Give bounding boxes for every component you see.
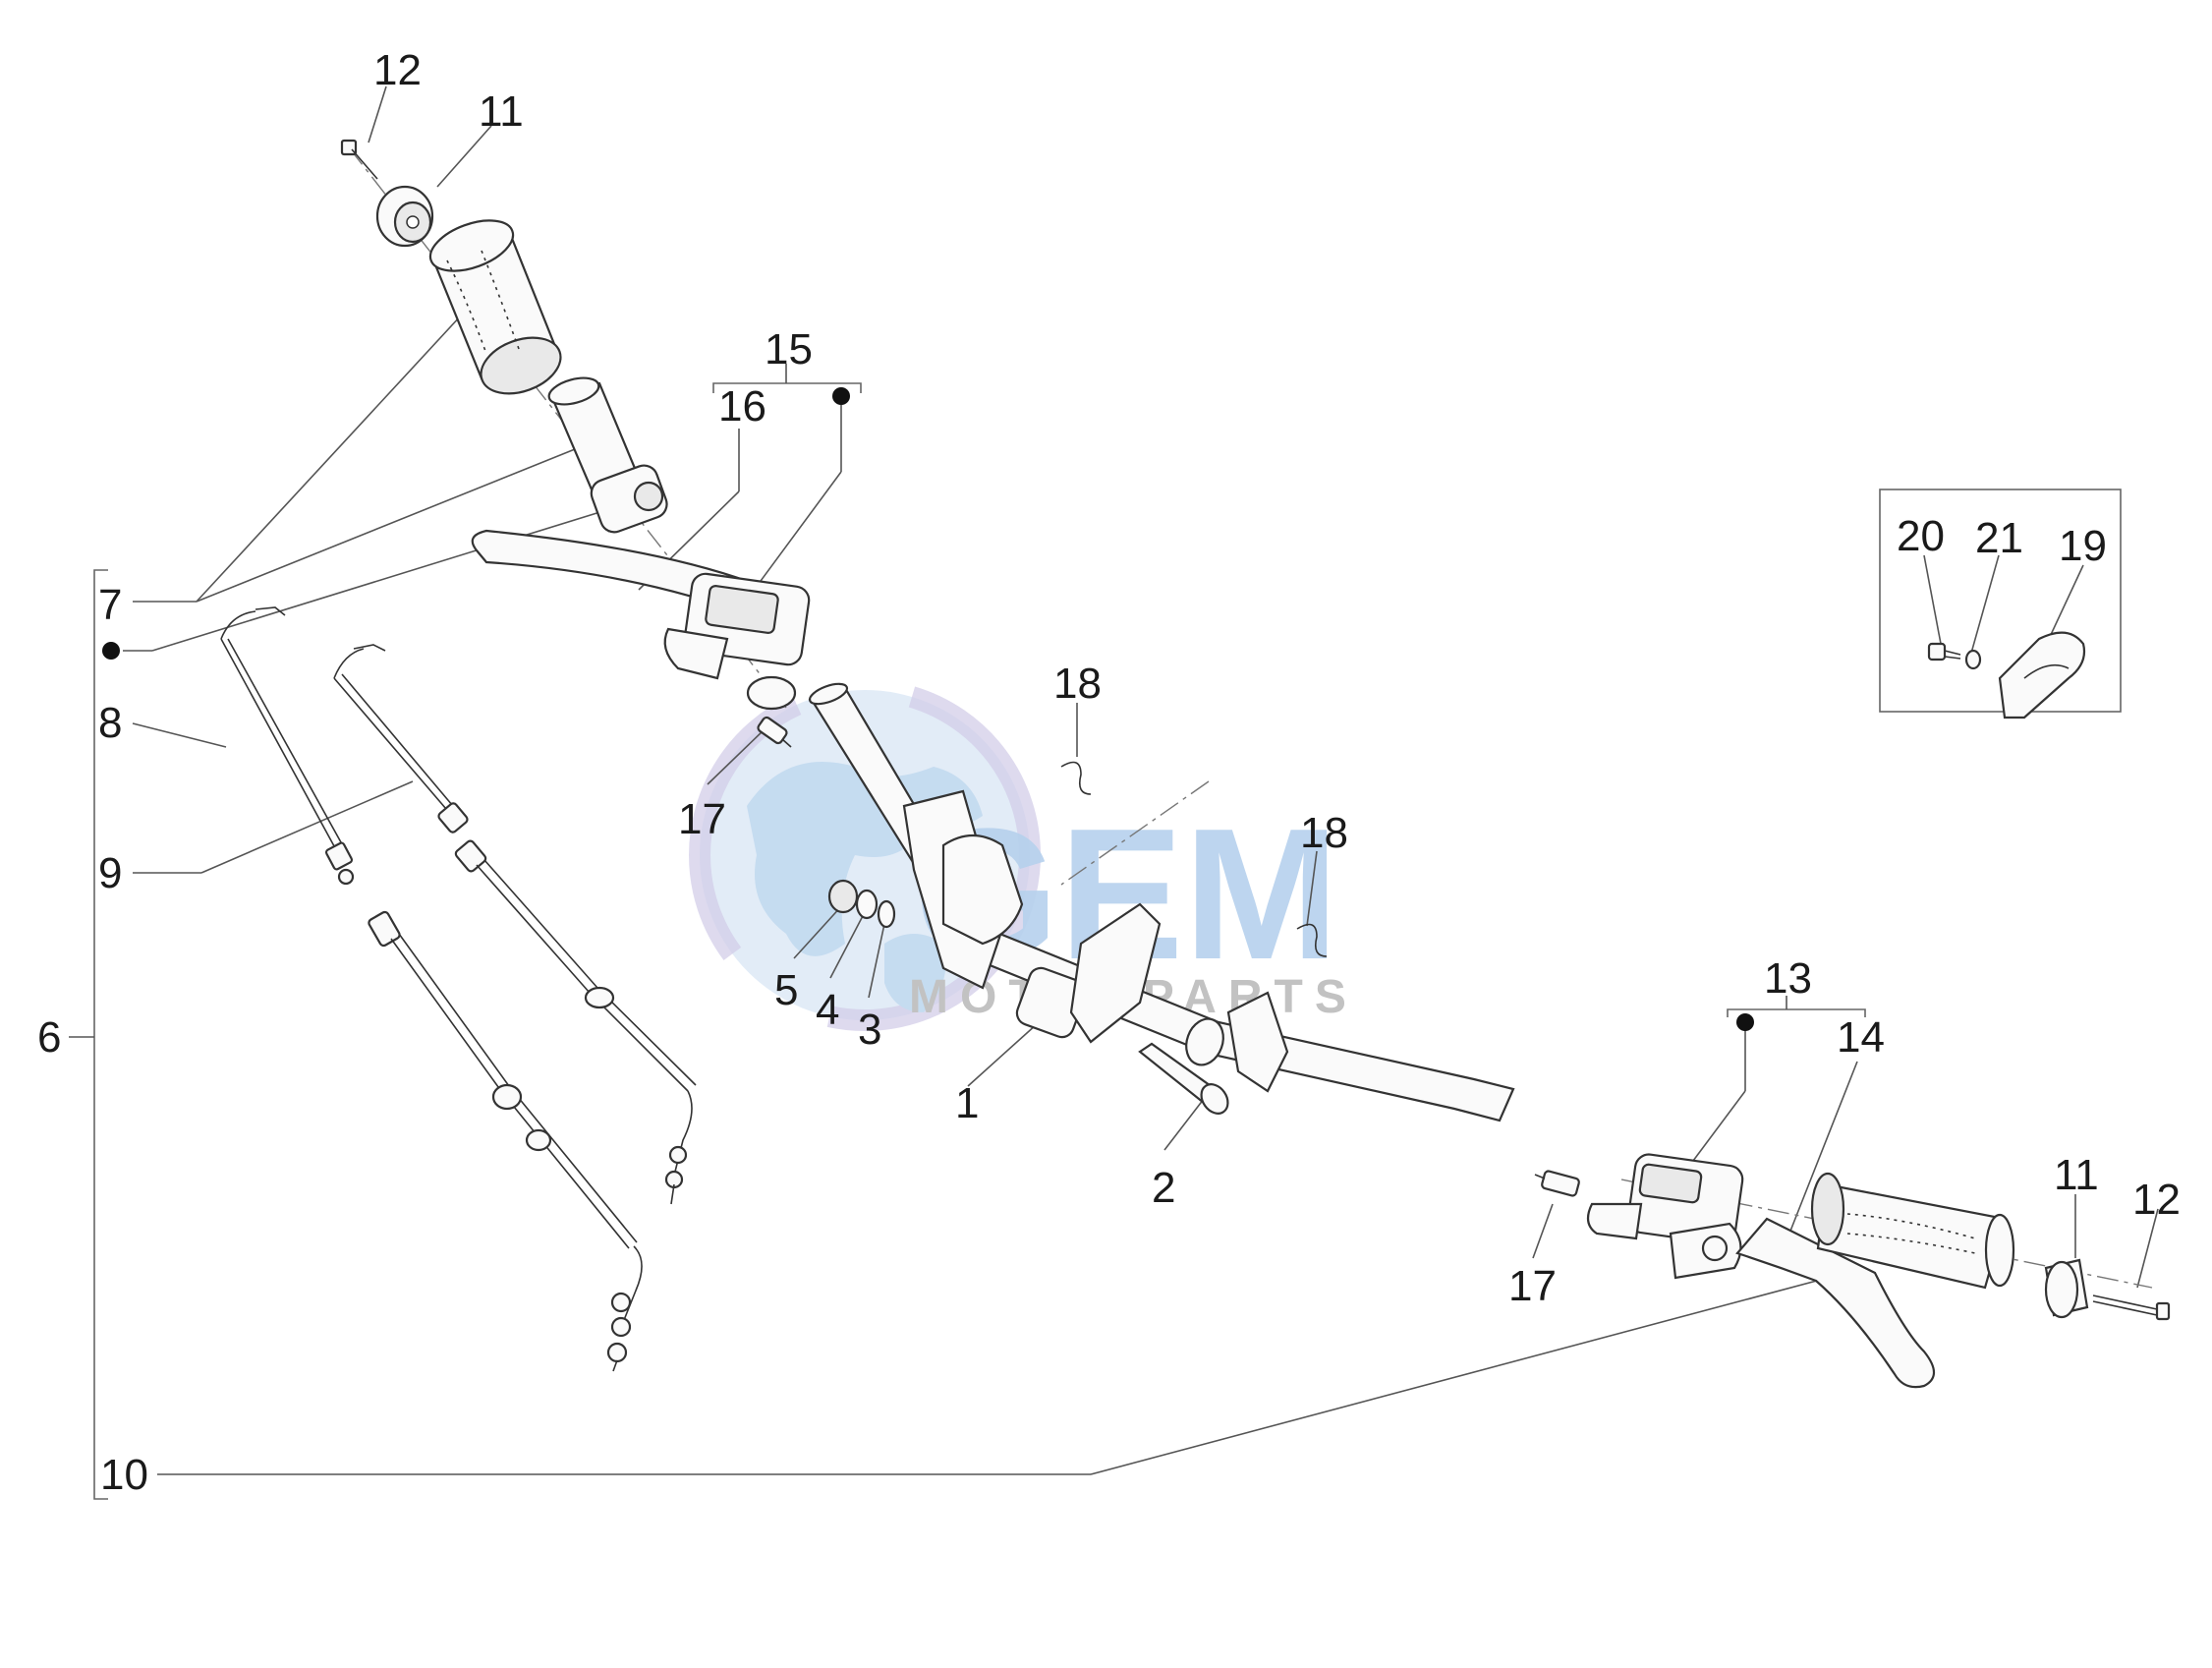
cable-part-10 (368, 910, 643, 1372)
screw-part-12-top (340, 139, 378, 180)
callout-20: 20 (1897, 512, 1945, 560)
callout-21: 21 (1975, 514, 2023, 562)
callout-13: 13 (1764, 954, 1812, 1003)
cable-part-9 (333, 644, 697, 1205)
callout-12-top: 12 (373, 46, 422, 94)
callout-4: 4 (816, 986, 839, 1034)
left-master-cylinder (663, 572, 811, 711)
assembly-axis-lines (348, 146, 2153, 1289)
clip-part-18-left (1060, 761, 1092, 795)
callout-6: 6 (37, 1013, 61, 1062)
callout-11-right: 11 (2054, 1151, 2099, 1199)
callout-12-right: 12 (2132, 1176, 2181, 1224)
callout-3: 3 (858, 1006, 881, 1054)
callout-8: 8 (98, 699, 122, 747)
callout-18-right: 18 (1300, 809, 1348, 857)
right-grip (1810, 1172, 2015, 1290)
callout-14: 14 (1837, 1013, 1885, 1062)
kit-bullet-13 (1736, 1013, 1754, 1031)
brake-switch-part-17-right (1534, 1170, 1580, 1197)
washers-parts-3-4-5 (827, 879, 896, 929)
clip-part-18-right (1296, 923, 1328, 957)
inset-box-clamp (1879, 489, 2122, 719)
callout-15: 15 (765, 325, 813, 374)
brake-switch-part-17-left (757, 716, 792, 748)
callout-16: 16 (718, 382, 766, 431)
callout-17-left: 17 (678, 795, 726, 843)
callout-1: 1 (955, 1079, 979, 1127)
right-brake-lever (1735, 1217, 1936, 1389)
kit-bullet-15 (832, 387, 850, 405)
handlebar-tube-part-1 (808, 682, 1515, 1122)
kit-markers (102, 387, 1754, 1031)
callout-10: 10 (100, 1451, 148, 1499)
left-grip (428, 219, 562, 395)
bar-end-weight-part-11-top (375, 185, 434, 248)
washer-part-21 (1964, 649, 1982, 670)
callout-9: 9 (98, 849, 122, 897)
bolt-part-2 (1138, 1042, 1229, 1115)
callout-7: 7 (98, 581, 122, 629)
callout-17-right: 17 (1508, 1262, 1557, 1310)
right-master-cylinder (1586, 1153, 1744, 1280)
throttle-tube (547, 376, 668, 534)
cable-part-8 (220, 606, 355, 886)
screw-part-12-right (2092, 1294, 2171, 1321)
bar-end-weight-part-11-right (2044, 1258, 2089, 1319)
callout-labels: 12 11 15 16 7 8 9 6 10 17 18 18 5 4 3 1 … (37, 46, 2181, 1499)
callout-11-top: 11 (479, 87, 524, 136)
callout-2: 2 (1152, 1164, 1175, 1212)
leader-lines (69, 86, 2159, 1500)
callout-5: 5 (774, 966, 798, 1014)
screw-part-20 (1927, 642, 1961, 661)
callout-19: 19 (2059, 522, 2107, 570)
kit-bullet-left (102, 642, 120, 660)
clamp-part-19 (1998, 631, 2086, 719)
callout-18-left: 18 (1053, 660, 1102, 708)
